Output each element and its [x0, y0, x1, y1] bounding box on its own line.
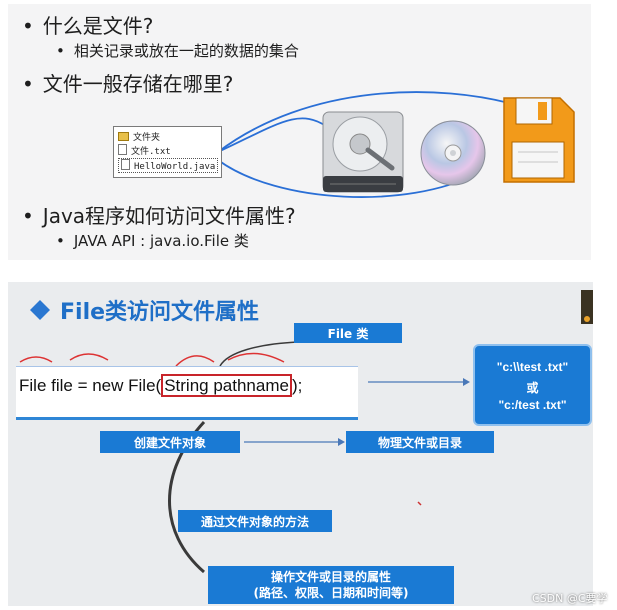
path-examples-box: "c:\\test .txt" 或 "c:/test .txt"	[473, 344, 592, 426]
file-row: 文件.txt	[118, 144, 171, 157]
operate-attributes-box: 操作文件或目录的属性 (路径、权限、日期和时间等)	[208, 566, 454, 604]
slide-file-class: File类访问文件属性 File 类 File file = new File(…	[8, 282, 593, 606]
slide-file-storage: •什么是文件? •相关记录或放在一起的数据的集合 •文件一般存储在哪里? 文件夹…	[8, 4, 591, 260]
folder-listing: 文件夹 文件.txt HelloWorld.java	[113, 126, 222, 178]
path-example-backslash: "c:\\test .txt"	[475, 360, 590, 374]
path-example-slash: "c:/test .txt"	[475, 398, 590, 412]
watermark: CSDN @C要学	[532, 590, 608, 606]
operate-line-2: (路径、权限、日期和时间等)	[254, 585, 409, 601]
physical-file-box: 物理文件或目录	[346, 431, 494, 453]
folder-icon	[118, 132, 129, 141]
answer-java-api: •JAVA API : java.io.File 类	[56, 230, 249, 251]
file-icon	[121, 159, 130, 170]
cd-disc-icon	[418, 118, 488, 188]
code-snippet: File file = new File(String pathname);	[16, 366, 358, 420]
pathname-parameter: String pathname	[161, 374, 292, 397]
code-line: File file = new File(String pathname);	[19, 376, 302, 396]
question-where-stored: •文件一般存储在哪里?	[22, 68, 233, 97]
question-java-access: •Java程序如何访问文件属性?	[22, 200, 296, 229]
answer-what-is-file: •相关记录或放在一起的数据的集合	[56, 40, 299, 61]
operate-line-1: 操作文件或目录的属性	[271, 569, 391, 585]
via-methods-box: 通过文件对象的方法	[178, 510, 332, 532]
create-object-box: 创建文件对象	[100, 431, 240, 453]
folder-row: 文件夹	[118, 130, 160, 143]
file-row-selected: HelloWorld.java	[118, 158, 218, 173]
path-example-or: 或	[475, 379, 590, 396]
file-class-label: File 类	[294, 323, 402, 343]
hard-drive-icon	[320, 106, 410, 200]
file-icon	[118, 144, 127, 155]
question-what-is-file: •什么是文件?	[22, 10, 153, 39]
slide-title: File类访问文件属性	[60, 294, 259, 326]
floppy-disk-icon	[498, 92, 578, 188]
